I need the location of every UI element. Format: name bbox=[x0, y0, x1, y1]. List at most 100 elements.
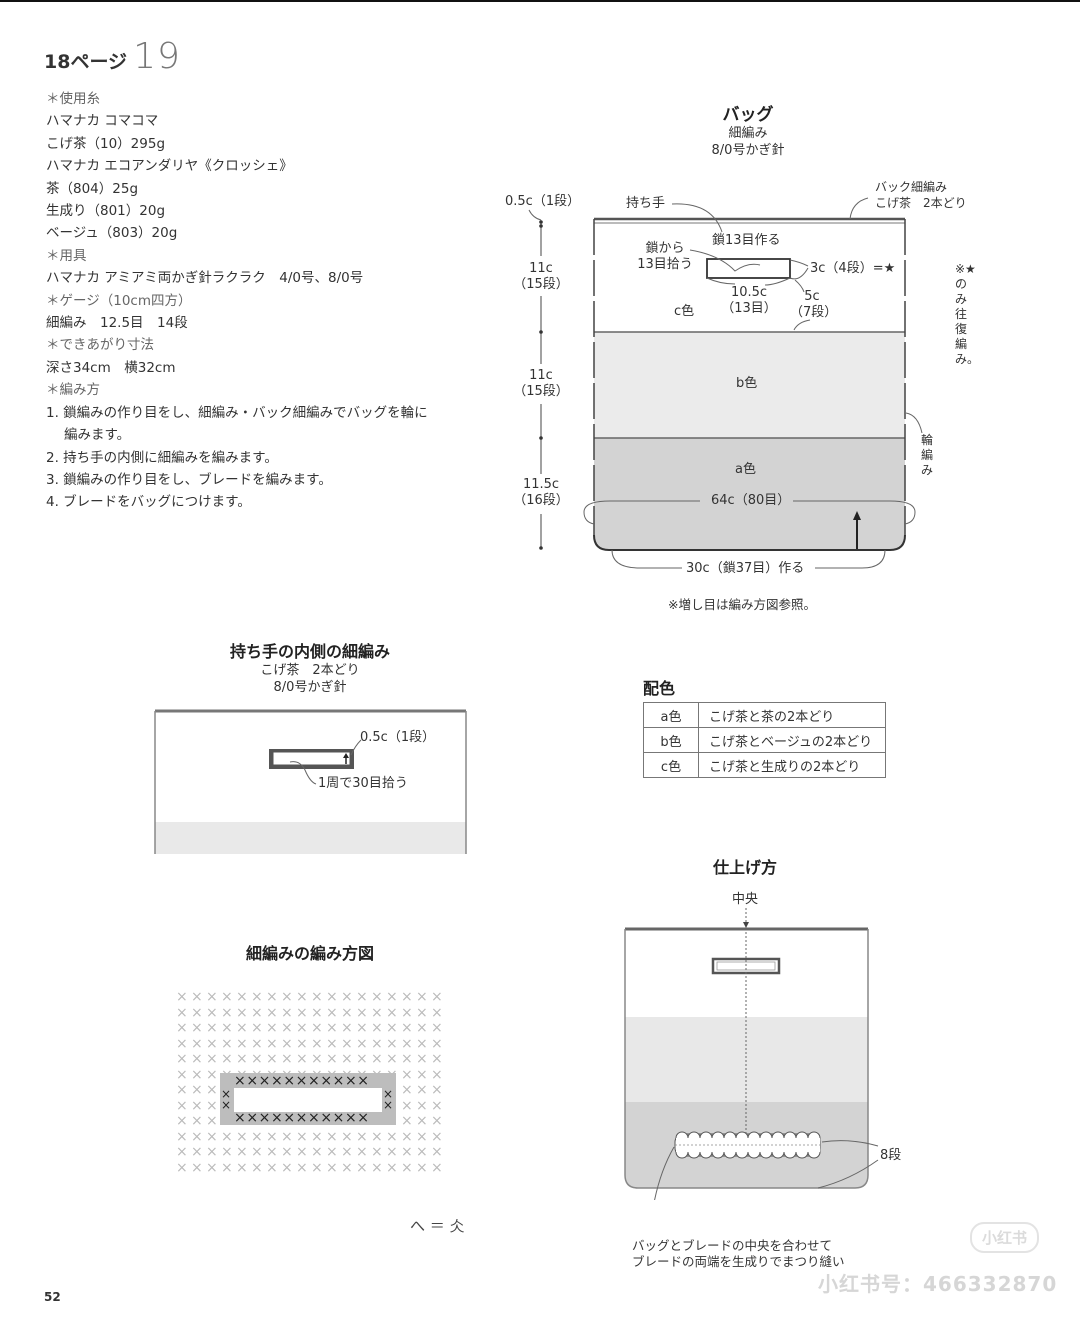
stitch-symbol: × bbox=[176, 1051, 188, 1067]
tools-heading: ＊用具 bbox=[46, 247, 87, 264]
stitch-symbol: × bbox=[341, 1128, 353, 1145]
stitch-symbol: × bbox=[236, 1020, 248, 1036]
yarn-line: ベージュ（803）20g bbox=[46, 225, 178, 242]
stitch-symbol: × bbox=[326, 1051, 338, 1067]
stitch-symbol: × bbox=[341, 1144, 353, 1160]
stitch-symbol: × bbox=[431, 1159, 443, 1176]
stitch-symbol: × bbox=[296, 1159, 308, 1176]
dim-top: 0.5c（1段） bbox=[505, 194, 581, 209]
stitch-symbol: × bbox=[296, 1144, 308, 1160]
stitch-symbol: × bbox=[281, 1051, 293, 1067]
stitch-symbol: × bbox=[311, 1144, 323, 1160]
foundation-label: 30c（鎖37目）作る bbox=[686, 561, 805, 576]
stitch-symbol: × bbox=[281, 989, 293, 1005]
bag-diagram bbox=[510, 197, 923, 569]
stitch-symbol: × bbox=[431, 1144, 443, 1160]
stitch-symbol: × bbox=[191, 1097, 203, 1114]
zone-b bbox=[594, 332, 905, 438]
ref-page: 18ページ bbox=[44, 51, 128, 73]
stitch-symbol: × bbox=[266, 1128, 278, 1145]
stitch-symbol: × bbox=[221, 1020, 233, 1036]
stitch-symbol: × bbox=[431, 1097, 443, 1114]
stitch-symbol: × bbox=[416, 1097, 428, 1114]
stitch-symbol: × bbox=[356, 1020, 368, 1036]
stitch-symbol: × bbox=[176, 1113, 188, 1129]
stitch-symbol: × bbox=[326, 1004, 338, 1021]
stitch-symbol: × bbox=[386, 1035, 398, 1052]
stitch-symbol: × bbox=[401, 1097, 413, 1114]
stitch-symbol: × bbox=[281, 1128, 293, 1145]
stitch-symbol: × bbox=[401, 1159, 413, 1176]
stitch-symbol: × bbox=[371, 1051, 383, 1067]
stitch-symbol: × bbox=[176, 1097, 188, 1114]
stitch-symbol: × bbox=[326, 1128, 338, 1145]
stitch-symbol: × bbox=[236, 1051, 248, 1067]
stitch-symbol: × bbox=[401, 1004, 413, 1021]
stitch-symbol: × bbox=[326, 1020, 338, 1036]
yarn-heading: ＊使用糸 bbox=[46, 91, 100, 107]
stitch-symbol: × bbox=[431, 989, 443, 1005]
stitch-symbol: × bbox=[296, 989, 308, 1005]
pattern-number: 19 bbox=[133, 36, 181, 77]
stitch-symbol: × bbox=[371, 1020, 383, 1036]
stitch-symbol: × bbox=[416, 989, 428, 1005]
stitch-symbol: × bbox=[401, 989, 413, 1005]
stitch-symbol: × bbox=[221, 1128, 233, 1145]
stitch-symbol: × bbox=[296, 1051, 308, 1067]
stitch-symbol: × bbox=[251, 1159, 263, 1176]
handle-label: 持ち手 bbox=[626, 196, 666, 211]
zone-c-label: c色 bbox=[674, 304, 695, 319]
yarn-line: 生成り（801）20g bbox=[46, 203, 166, 220]
page-number: 52 bbox=[44, 1290, 61, 1304]
stitch-symbol: × bbox=[251, 1004, 263, 1021]
chain-make-label: 鎖13目作る bbox=[712, 233, 781, 248]
stitch-symbol: × bbox=[416, 1004, 428, 1021]
stitch-symbol: × bbox=[356, 989, 368, 1005]
stitch-symbol: × bbox=[191, 1128, 203, 1145]
stitch-symbol: × bbox=[281, 1035, 293, 1052]
gauge-line: 細編み 12.5目 14段 bbox=[46, 315, 188, 332]
stitch-symbol: × bbox=[401, 1082, 413, 1098]
stitch-symbol: × bbox=[296, 1128, 308, 1145]
stitch-symbol: × bbox=[311, 1051, 323, 1067]
stitch-symbol: × bbox=[206, 1097, 218, 1114]
stitch-symbol: × bbox=[221, 1159, 233, 1176]
bag-title: バッグ bbox=[722, 105, 774, 125]
stitch-symbol: × bbox=[416, 1051, 428, 1067]
stitch-chart-title: 細編みの編み方図 bbox=[245, 944, 374, 963]
bag-diagram-heading: バッグ 細編み 8/0号かぎ針 bbox=[648, 100, 848, 159]
handle-inner-yarn: こげ茶 2本どり bbox=[260, 663, 360, 678]
stitch-symbol: × bbox=[236, 1159, 248, 1176]
stitch-symbol: × bbox=[206, 989, 218, 1005]
stitch-symbol: × bbox=[296, 1035, 308, 1052]
stitch-symbol: × bbox=[191, 1020, 203, 1036]
stitch-symbol: × bbox=[191, 1159, 203, 1176]
stitch-symbol: × bbox=[431, 1051, 443, 1067]
stitch-symbol: × bbox=[326, 989, 338, 1005]
stitch-symbol: × bbox=[206, 1066, 218, 1083]
braid bbox=[674, 1131, 821, 1159]
top-border bbox=[0, 0, 1080, 2]
handle-inner-heading: 持ち手の内側の細編み こげ茶 2本どり 8/0号かぎ針 bbox=[200, 638, 420, 696]
stitch-symbol: × bbox=[191, 989, 203, 1005]
stitch-symbol: × bbox=[206, 1004, 218, 1021]
stitch-symbol: × bbox=[236, 1144, 248, 1160]
stitch-symbol: × bbox=[416, 1113, 428, 1129]
stitch-symbol: × bbox=[341, 989, 353, 1005]
stitch-symbol: × bbox=[386, 989, 398, 1005]
stitch-symbol: × bbox=[281, 1144, 293, 1160]
stitch-chart-grid: ××××××××××××××××××××××××××××××××××××××××… bbox=[176, 989, 443, 1176]
stitch-symbol: × bbox=[311, 989, 323, 1005]
stitch-symbol: × bbox=[191, 1144, 203, 1160]
stitch-symbol: × bbox=[266, 1004, 278, 1021]
stitch-symbol: × bbox=[356, 1144, 368, 1160]
zone-a-label: a色 bbox=[735, 462, 756, 477]
color-table-title: 配色 bbox=[643, 679, 676, 698]
bag-stitch: 細編み bbox=[728, 126, 768, 141]
stitch-symbol: × bbox=[221, 1051, 233, 1067]
stitch-symbol: × bbox=[206, 1113, 218, 1129]
step-4: 4. ブレードをバッグにつけます。 bbox=[46, 494, 251, 511]
stitch-symbol: × bbox=[266, 1035, 278, 1052]
stitch-symbol: × bbox=[191, 1051, 203, 1067]
